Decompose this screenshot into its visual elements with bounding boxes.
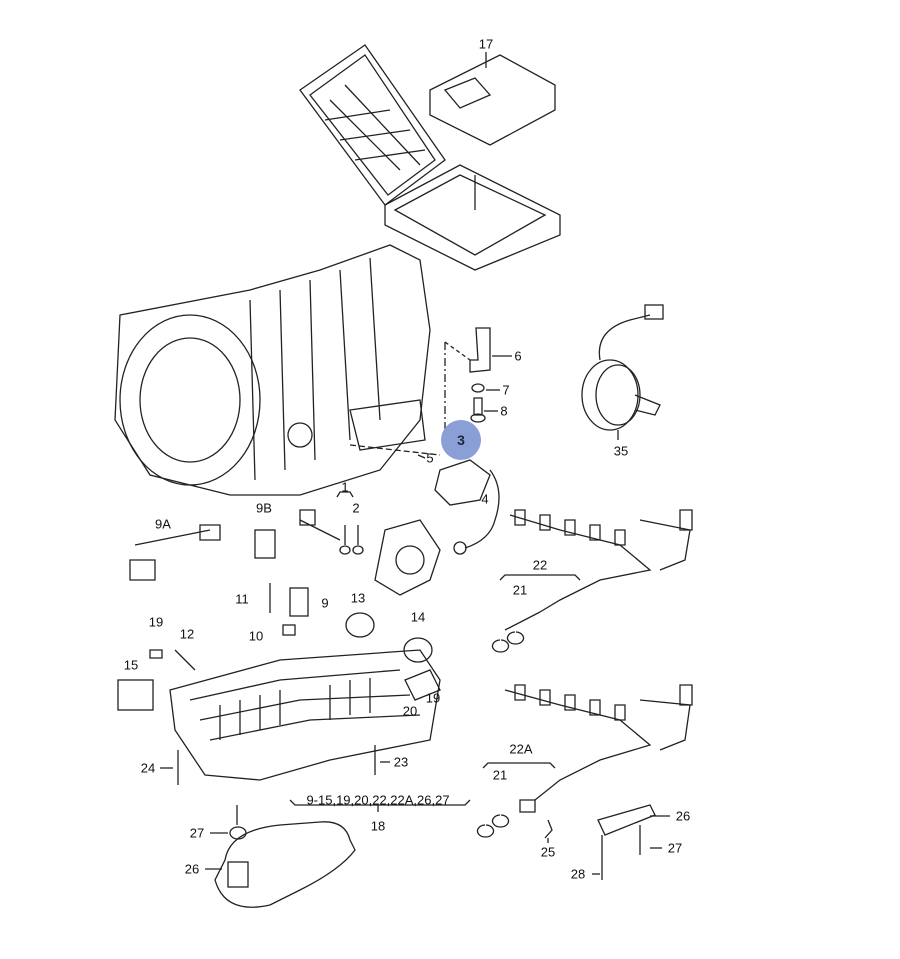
callout-9b[interactable]: 9B — [256, 500, 272, 516]
callout-12[interactable]: 12 — [179, 626, 195, 642]
oil-pan — [214, 805, 356, 908]
callout-2[interactable]: 2 — [352, 500, 360, 516]
callout-9[interactable]: 9 — [321, 595, 329, 611]
callout-27[interactable]: 27 — [189, 825, 205, 841]
valve-body — [169, 649, 471, 812]
callout-13[interactable]: 13 — [350, 590, 366, 606]
callout-22[interactable]: 22 — [532, 557, 548, 573]
callout-23[interactable]: 23 — [393, 754, 409, 770]
callout-1[interactable]: 1 — [341, 479, 349, 495]
leader-lines — [160, 761, 670, 875]
callout-3-highlighted[interactable]: 3 — [441, 420, 481, 460]
callout-7[interactable]: 7 — [502, 382, 510, 398]
callout-35[interactable]: 35 — [613, 443, 629, 459]
callout-27-right[interactable]: 27 — [667, 840, 683, 856]
callout-26[interactable]: 26 — [184, 861, 200, 877]
callout-14[interactable]: 14 — [410, 609, 426, 625]
transmission-housing — [114, 244, 431, 496]
callout-17[interactable]: 17 — [478, 36, 494, 52]
callout-22a[interactable]: 22A — [509, 741, 533, 757]
callout-25[interactable]: 25 — [540, 844, 556, 860]
callout-28[interactable]: 28 — [570, 866, 586, 882]
callout-26-right[interactable]: 26 — [675, 808, 691, 824]
callout-20[interactable]: 20 — [402, 703, 418, 719]
callout-15[interactable]: 15 — [123, 657, 139, 673]
sensor-parts — [349, 327, 512, 555]
callout-5[interactable]: 5 — [426, 450, 434, 466]
part-35-drawing — [581, 304, 664, 440]
callout-19[interactable]: 19 — [148, 614, 164, 630]
harness-22a — [476, 684, 693, 880]
callout-11[interactable]: 11 — [235, 591, 249, 607]
callout-6[interactable]: 6 — [514, 348, 522, 364]
callout-18[interactable]: 18 — [370, 818, 386, 834]
callout-group-18-contents: 9-15,19,20,22,22A,26,27 — [306, 792, 450, 808]
callout-21[interactable]: 21 — [512, 582, 528, 598]
solenoids-and-valves — [117, 491, 441, 711]
callout-10[interactable]: 10 — [248, 628, 264, 644]
callout-24[interactable]: 24 — [140, 760, 156, 776]
callout-19-right[interactable]: 19 — [425, 690, 441, 706]
callout-9a[interactable]: 9A — [155, 516, 171, 532]
harness-22 — [491, 509, 693, 653]
callout-4[interactable]: 4 — [481, 491, 489, 507]
callout-21-lower[interactable]: 21 — [492, 767, 508, 783]
control-unit-housing — [299, 44, 561, 271]
callout-8[interactable]: 8 — [500, 403, 508, 419]
